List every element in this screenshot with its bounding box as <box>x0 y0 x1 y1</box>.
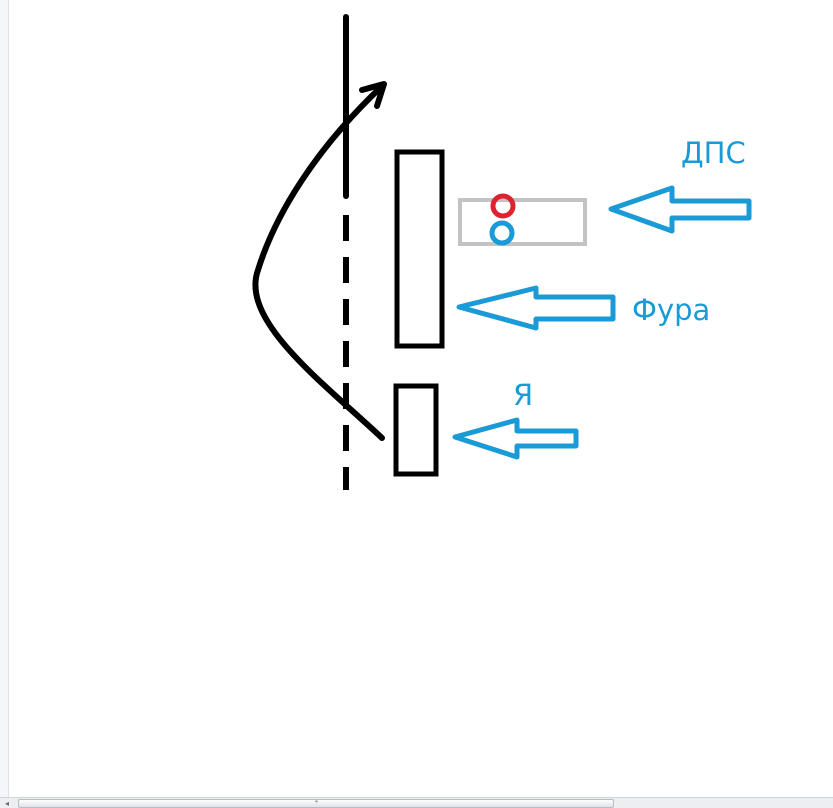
siren-red-icon <box>490 193 516 219</box>
horizontal-scrollbar[interactable]: ◂ ''' <box>0 797 833 808</box>
grip-icon: ''' <box>315 800 318 807</box>
truck-label: Фура <box>632 293 710 327</box>
dps-label: ДПС <box>681 136 746 170</box>
my-car-vehicle <box>393 383 439 477</box>
me-pointer-arrow-icon <box>452 417 579 460</box>
dps-pointer-arrow-icon <box>608 185 752 234</box>
dps-patrol-car <box>458 198 587 246</box>
siren-blue-icon <box>489 220 515 246</box>
overtake-trajectory-arrow <box>252 85 385 441</box>
me-label: Я <box>513 378 533 412</box>
chevron-left-icon[interactable]: ◂ <box>4 799 9 808</box>
truck-vehicle <box>394 149 445 349</box>
truck-pointer-arrow-icon <box>456 285 616 331</box>
arrowhead-icon <box>359 81 387 109</box>
canvas-left-border <box>0 0 9 797</box>
